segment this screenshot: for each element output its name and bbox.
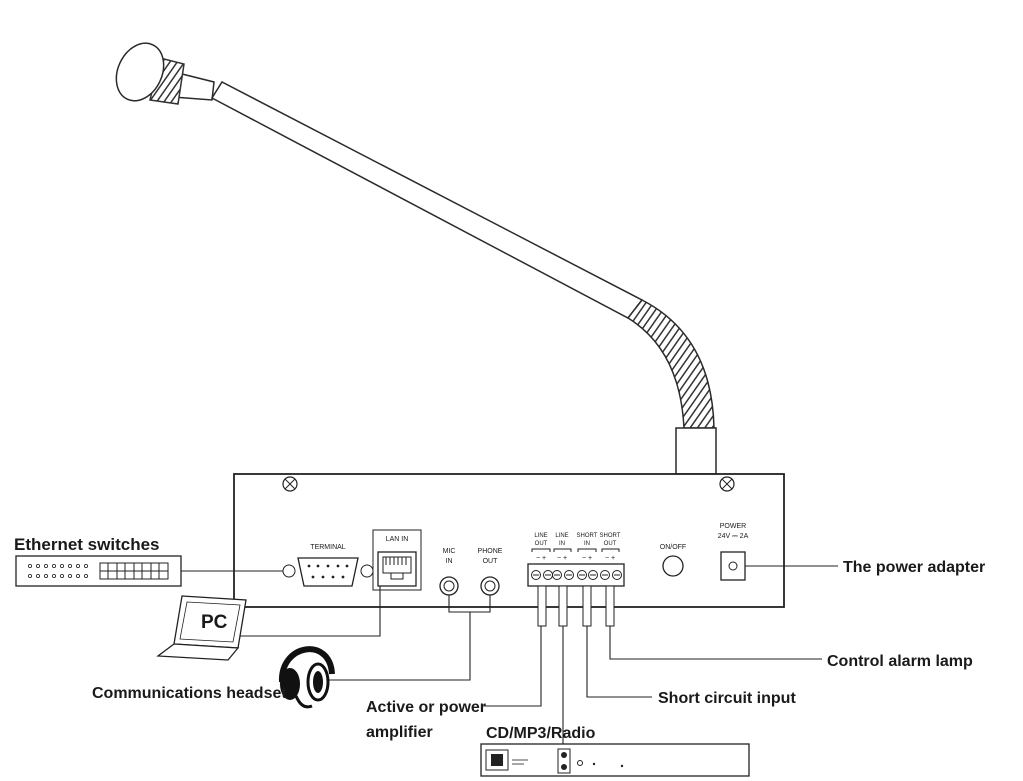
panel-frame bbox=[233, 473, 785, 608]
mic-capsule bbox=[115, 42, 165, 102]
line-out-label-2: OUT bbox=[535, 541, 548, 547]
communications-headset bbox=[278, 646, 335, 709]
callout-pc: PC bbox=[201, 612, 228, 633]
panel-screw-right bbox=[719, 476, 735, 492]
callout-ethernet-switches: Ethernet switches bbox=[14, 535, 160, 554]
terminal-block bbox=[527, 563, 625, 587]
mic-in-jack bbox=[439, 576, 459, 596]
laptop-pc bbox=[156, 595, 247, 661]
phone-out-label-1: PHONE bbox=[478, 548, 503, 555]
line-out-polarity: − + bbox=[536, 555, 546, 562]
short-out-label-2: OUT bbox=[604, 541, 617, 547]
lan-in-box bbox=[372, 529, 422, 591]
short-in-label-2: IN bbox=[584, 541, 590, 547]
short-in-polarity: − + bbox=[582, 555, 592, 562]
connection-lines bbox=[181, 565, 838, 752]
power-switch bbox=[662, 555, 684, 577]
terminal-label: TERMINAL bbox=[310, 544, 346, 551]
lan-in-label: LAN IN bbox=[386, 536, 409, 543]
panel-screw-left bbox=[282, 476, 298, 492]
line-in-label-2: IN bbox=[559, 541, 565, 547]
callout-communications-headset: Communications headset bbox=[92, 685, 287, 702]
short-in-label-1: SHORT bbox=[577, 533, 598, 539]
line-in-polarity: − + bbox=[557, 555, 567, 562]
short-out-polarity: − + bbox=[605, 555, 615, 562]
gooseneck-tube bbox=[210, 81, 644, 319]
line-out-label-1: LINE bbox=[534, 533, 547, 539]
terminal-cables bbox=[537, 585, 615, 627]
callout-cd-mp3-radio: CD/MP3/Radio bbox=[486, 725, 596, 742]
callout-short-circuit-input: Short circuit input bbox=[658, 690, 796, 707]
ethernet-switch-device bbox=[15, 555, 182, 587]
on-off-label: ON/OFF bbox=[660, 544, 686, 551]
gooseneck-flex-section bbox=[626, 299, 715, 429]
callout-power-adapter: The power adapter bbox=[843, 559, 985, 576]
microphone-head bbox=[115, 42, 215, 105]
phone-out-label-2: OUT bbox=[483, 558, 499, 565]
short-out-label-1: SHORT bbox=[600, 533, 621, 539]
power-label-2: 24V ⎓ 2A bbox=[718, 533, 749, 540]
dc-power-jack bbox=[720, 551, 746, 581]
lan-rj45-port bbox=[377, 551, 417, 587]
callout-control-alarm-lamp: Control alarm lamp bbox=[827, 653, 973, 670]
base-unit-rear-panel: TERMINAL LAN IN MIC IN PHONE OUT bbox=[233, 473, 785, 608]
phone-out-jack bbox=[480, 576, 500, 596]
mic-in-label-1: MIC bbox=[443, 548, 456, 555]
callout-amplifier-line2: amplifier bbox=[366, 724, 433, 741]
gooseneck-microphone bbox=[115, 42, 717, 475]
power-label-1: POWER bbox=[720, 523, 746, 530]
callout-amplifier-line1: Active or power bbox=[366, 699, 486, 716]
gooseneck-collar bbox=[675, 427, 717, 475]
mic-in-label-2: IN bbox=[446, 558, 453, 565]
terminal-group-brackets bbox=[531, 548, 620, 552]
cd-mp3-radio-device bbox=[480, 743, 750, 777]
line-in-label-1: LINE bbox=[555, 533, 568, 539]
